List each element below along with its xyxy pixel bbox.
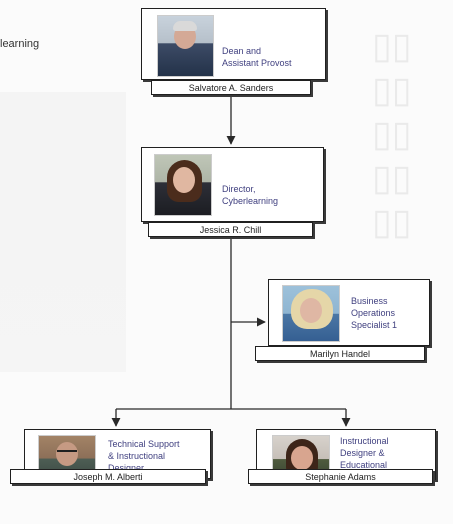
person-face-handel [300,298,322,323]
title-chill: Director, Cyberlearning [222,184,279,206]
name-sanders: Salvatore A. Sanders [151,80,311,95]
name-chill: Jessica R. Chill [148,222,313,237]
org-node-sanders: Dean and Assistant Provost [141,8,326,80]
background-watermark-text: ▯▯▯▯▯▯▯▯▯▯ [372,26,412,242]
org-node-alberti: Technical Support & Instructional Design… [24,429,211,480]
org-node-chill: Director, Cyberlearning [141,147,324,222]
title-sanders: Dean and Assistant Provost [222,46,292,68]
name-alberti: Joseph M. Alberti [10,469,206,484]
photo-handel [282,285,340,342]
background-panel [0,92,126,372]
person-hair-sanders [173,21,197,31]
partial-edge-text: learning [0,38,40,50]
org-node-handel: Business Operations Specialist 1 [268,279,430,346]
person-face-chill [173,167,195,193]
person-face-alberti [56,442,78,466]
name-adams: Stephanie Adams [248,469,433,484]
person-face-adams [291,446,313,470]
photo-sanders [157,15,214,77]
person-glasses-alberti [57,450,77,456]
title-alberti: Technical Support & Instructional Design… [108,439,180,473]
photo-chill [154,154,212,216]
name-handel: Marilyn Handel [255,346,425,361]
title-handel: Business Operations Specialist 1 [351,296,398,330]
